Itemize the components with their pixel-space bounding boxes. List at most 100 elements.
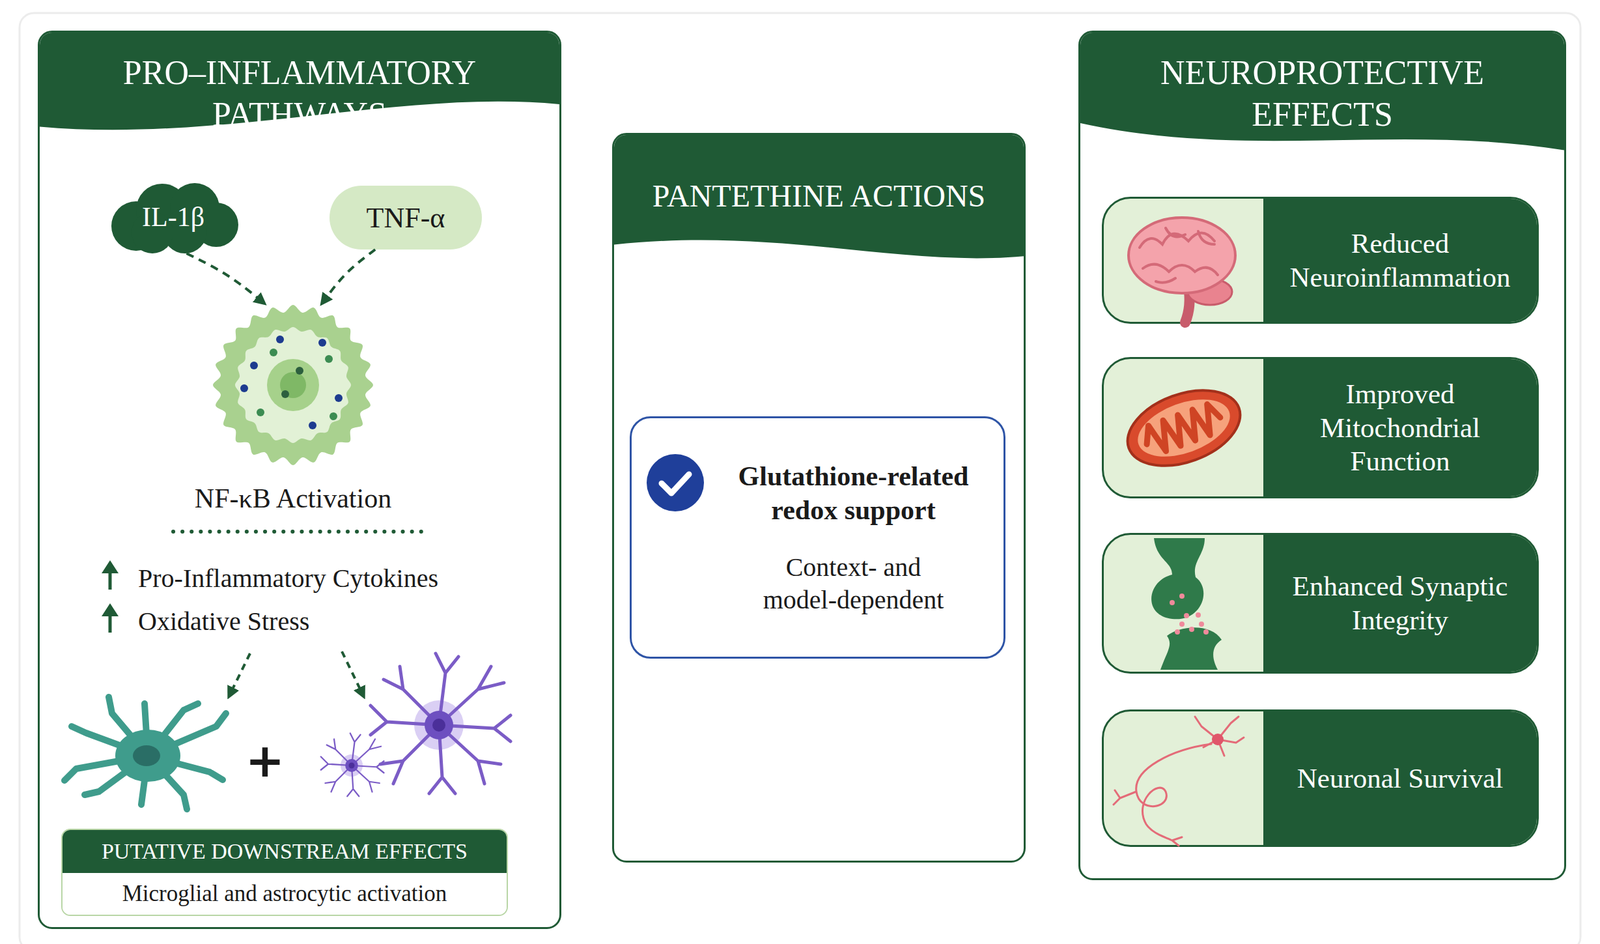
cell-granule [329, 412, 338, 421]
cytokine-label: IL-1β [106, 180, 240, 254]
synapse-icon [1179, 621, 1185, 627]
synapse-icon [1151, 537, 1222, 670]
cell-granule [308, 421, 317, 430]
cell-membrane [212, 304, 374, 465]
effects-text: PUTATIVE DOWNSTREAM EFFECTS [62, 829, 507, 873]
cell-nucleus [280, 371, 307, 398]
section-panel: PANTETHINE ACTIONS Glutathione-related re… [612, 132, 1026, 863]
effect-card: Enhanced Synaptic Integrity [1101, 532, 1539, 674]
astrocyte-icon [321, 733, 385, 797]
up-arrow-icon [108, 570, 113, 590]
cell-granule [269, 348, 278, 357]
cell-granule [276, 335, 284, 344]
cell-nucleus [266, 358, 320, 411]
section-panel: NEUROPROTECTIVE EFFECTSReduced Neuroinfl… [1078, 30, 1567, 880]
cell-granule [281, 390, 290, 398]
cell-icon [212, 304, 374, 465]
panel-title: PANTETHINE ACTIONS [614, 134, 1024, 258]
synapse-icon [1189, 626, 1195, 632]
check-icon [661, 474, 689, 493]
cytokine-pill: TNF-α [329, 185, 482, 250]
effect-label: Enhanced Synaptic Integrity [1282, 569, 1518, 637]
pathway-label: NF-κB Activation [169, 478, 417, 518]
synapse-icon [1179, 593, 1185, 599]
neuron-icon [1113, 743, 1212, 846]
effect-label: Improved Mitochondrial Function [1282, 377, 1518, 478]
microglia-icon [64, 696, 226, 809]
effect-label: Reduced Neuroinflammation [1282, 226, 1518, 294]
cell-granule [295, 366, 304, 375]
card-band: Enhanced Synaptic Integrity [1263, 534, 1537, 672]
connector-layer [186, 249, 376, 303]
brain-icon [1128, 217, 1236, 294]
effects-text: Microglial and astrocytic activation [62, 872, 507, 915]
up-arrow-icon [108, 613, 113, 633]
up-arrow-icon [101, 603, 119, 617]
dashed-connector [322, 249, 376, 303]
action-text: Glutathione-related redox support [713, 459, 994, 528]
dashed-arrow [341, 651, 364, 696]
cell-granule [318, 338, 327, 347]
card-band: Neuronal Survival [1263, 711, 1537, 845]
up-arrow-icon [101, 560, 119, 574]
microglia-icon [64, 696, 226, 809]
cell-granule [334, 393, 343, 402]
cell-granule [256, 408, 265, 417]
dashed-arrow [229, 651, 364, 696]
action-text: Context- and model-dependent [756, 550, 952, 617]
brain-icon [1139, 227, 1218, 283]
microglia-icon [115, 729, 181, 782]
mitochondrion-icon [1129, 388, 1238, 468]
header-band [614, 134, 1024, 258]
cell-granule [250, 361, 258, 370]
cell-node: NF-κB Activation [195, 302, 391, 518]
effect-bullet: Pro-Inflammatory Cytokines [138, 562, 439, 594]
brain-icon [1185, 286, 1190, 323]
cell-cytoplasm [235, 326, 351, 443]
dashed-arrow [229, 653, 251, 696]
dashed-connector [186, 253, 264, 303]
neuron-icon [1194, 716, 1244, 756]
card-band: Improved Mitochondrial Function [1263, 358, 1537, 497]
microglia-icon [132, 744, 161, 766]
page-frame [19, 13, 1581, 944]
card-band: Reduced Neuroinflammation [1263, 198, 1537, 322]
effect-card: Improved Mitochondrial Function [1101, 356, 1539, 499]
neuron-icon [1211, 733, 1224, 745]
mitochondrion-icon [1140, 401, 1225, 456]
effect-card: Reduced Neuroinflammation [1101, 196, 1539, 324]
cytokine-label: TNF-α [329, 185, 482, 250]
synapse-icon [1169, 599, 1175, 605]
cell-icon [195, 302, 391, 473]
mitochondrion-icon [1117, 375, 1251, 480]
astrocyte-icon [321, 653, 511, 796]
action-box: Glutathione-related redox supportContext… [629, 416, 1006, 659]
astrocyte-icon [370, 653, 511, 794]
effects-box: PUTATIVE DOWNSTREAM EFFECTSMicroglial an… [61, 828, 508, 916]
effect-label: Neuronal Survival [1297, 761, 1503, 796]
check-icon [646, 453, 704, 512]
panel-title: PRO–INFLAMMATORY PATHWAYS [39, 32, 560, 155]
up-arrow-icon [101, 560, 119, 633]
synapse-icon [1203, 629, 1209, 635]
synapse-icon [1174, 629, 1180, 635]
synapse-icon [1198, 621, 1205, 627]
brain-icon [1187, 278, 1233, 305]
effect-bullet: Oxidative Stress [138, 605, 310, 637]
check-icon [646, 453, 704, 512]
synapse-icon [1183, 612, 1190, 618]
synapse-icon [1160, 627, 1222, 670]
mitochondrion-icon [1117, 375, 1251, 480]
cell-granule [240, 384, 249, 393]
cytokine-cloud: IL-1β [106, 180, 240, 254]
text-column: Glutathione-related redox supportContext… [713, 418, 994, 657]
plus-sign: + [245, 732, 285, 788]
cell-granule [324, 354, 333, 363]
section-panel: PRO–INFLAMMATORY PATHWAYS IL-1β TNF-αNF-κB… [37, 30, 562, 929]
neuron-icon [1113, 716, 1244, 846]
synapse-icon [1151, 537, 1205, 619]
brain-icon [1128, 217, 1236, 323]
